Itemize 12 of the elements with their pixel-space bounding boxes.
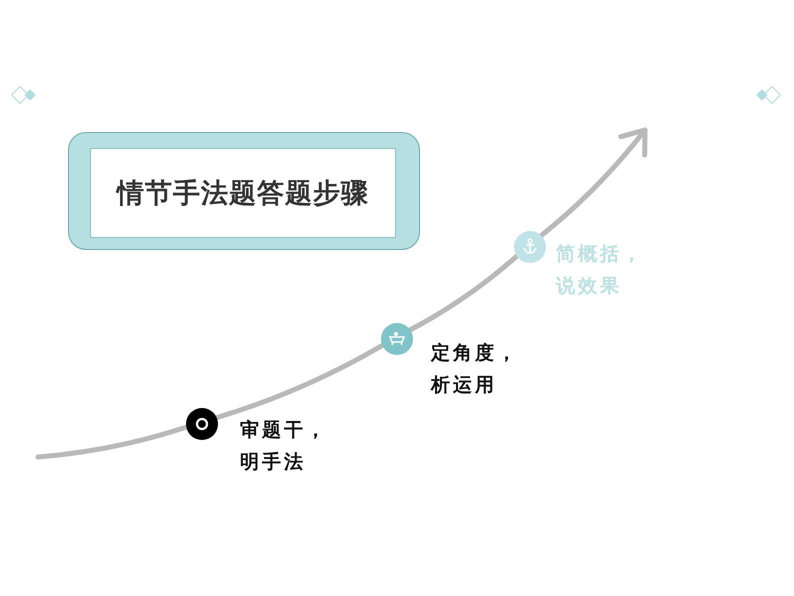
step-text: 定角度，析运用 <box>431 341 520 398</box>
curved-line <box>36 424 189 460</box>
curved-arrow <box>538 128 648 238</box>
curved-line <box>214 342 385 420</box>
step-circle <box>186 408 218 440</box>
step-circle <box>381 323 413 355</box>
step-circle <box>514 231 546 263</box>
title-panel <box>68 132 420 250</box>
step-text: 审题干，明手法 <box>240 418 329 475</box>
title-text: 情节手法题答题步骤 <box>90 148 396 238</box>
curved-line <box>408 254 520 332</box>
step-text: 简概括，说效果 <box>556 242 645 299</box>
